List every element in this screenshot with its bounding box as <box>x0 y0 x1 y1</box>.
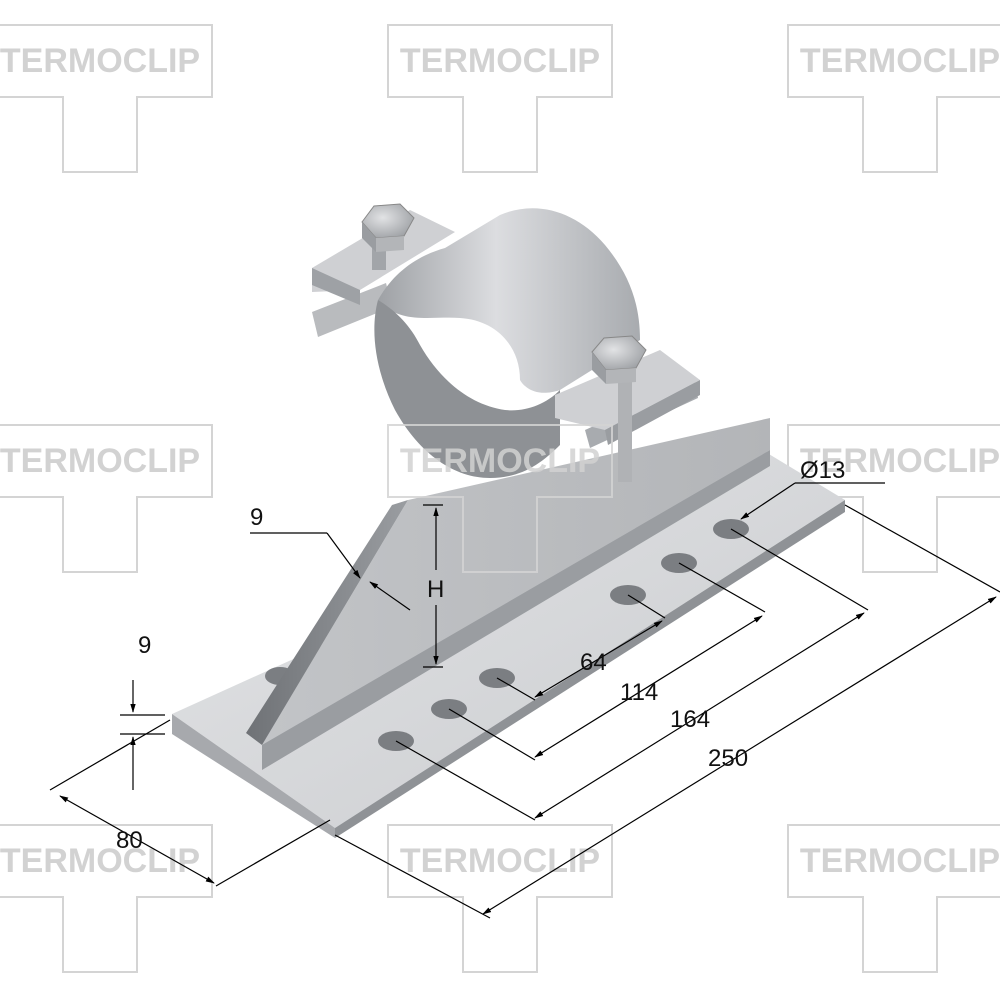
watermark-logo: TERMOCLIP <box>787 24 1000 173</box>
bolt-head <box>591 335 647 482</box>
watermark-text: TERMOCLIP <box>0 842 200 880</box>
watermark-logo: TERMOCLIP <box>0 424 213 573</box>
pipe-clamp <box>312 208 700 478</box>
clamp-bolts <box>361 203 647 482</box>
watermark-logo: TERMOCLIP <box>0 24 213 173</box>
watermark-logo: TERMOCLIP <box>0 824 213 973</box>
watermark-logo: TERMOCLIP <box>787 824 1000 973</box>
watermark-text: TERMOCLIP <box>800 442 1000 480</box>
bolt-head <box>361 203 415 270</box>
dim-rib-height: H <box>427 576 444 603</box>
dim-spacing-114: 114 <box>620 679 658 706</box>
watermark-text: TERMOCLIP <box>400 842 600 880</box>
dim-plate-thickness: 9 <box>138 632 151 659</box>
dim-plate-length: 250 <box>708 745 748 772</box>
dim-spacing-164: 164 <box>670 706 710 733</box>
watermark-logo: TERMOCLIP <box>387 424 613 573</box>
watermark-logo: TERMOCLIP <box>387 24 613 173</box>
dim-spacing-64: 64 <box>580 649 607 676</box>
watermark-logo: TERMOCLIP <box>387 824 613 973</box>
support-bracket <box>172 203 845 838</box>
dim-rib-thickness: 9 <box>250 504 263 531</box>
dimension-lines <box>49 482 1000 919</box>
watermark-text: TERMOCLIP <box>800 42 1000 80</box>
watermark-text: TERMOCLIP <box>0 42 200 80</box>
watermark-text: TERMOCLIP <box>0 442 200 480</box>
watermark-text: TERMOCLIP <box>400 442 600 480</box>
dim-plate-width: 80 <box>116 827 143 854</box>
watermark-text: TERMOCLIP <box>400 42 600 80</box>
dim-hole-diameter: Ø13 <box>800 457 845 484</box>
dimension-labels: Ø13 9 H 9 80 64 114 164 250 <box>116 457 845 854</box>
watermark-text: TERMOCLIP <box>800 842 1000 880</box>
